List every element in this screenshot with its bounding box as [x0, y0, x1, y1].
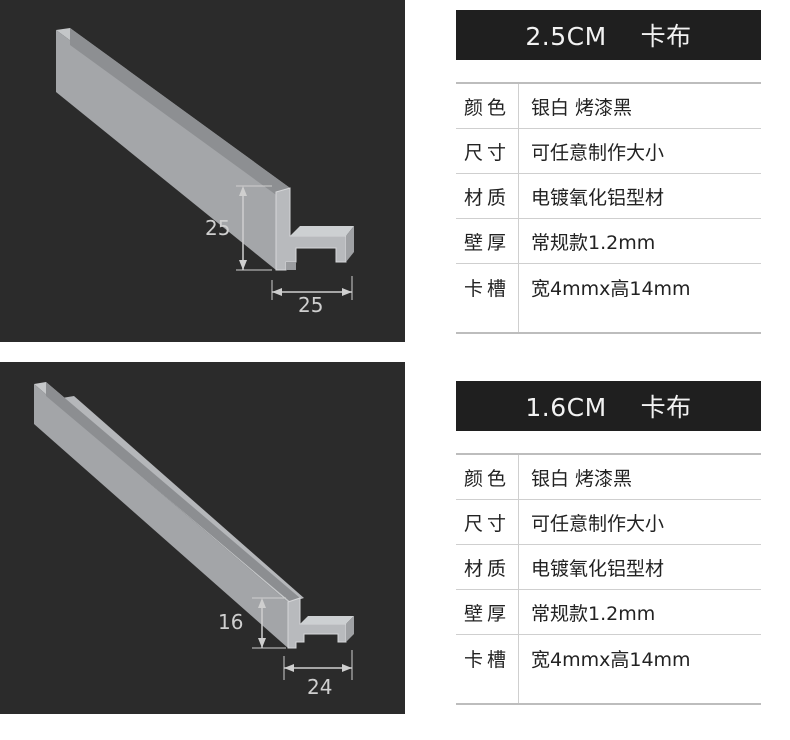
- spec-value: 银白 烤漆黑: [518, 82, 761, 129]
- spec-key: 材质: [456, 173, 519, 219]
- spec-value: 常规款1.2mm: [518, 218, 761, 264]
- spec-value: 宽4mmx高14mm: [518, 263, 761, 334]
- spec-key: 卡槽: [456, 634, 519, 705]
- table-row: 材质电镀氧化铝型材: [456, 544, 761, 590]
- height-dimension-label: 25: [205, 216, 230, 240]
- table-row: 材质电镀氧化铝型材: [456, 173, 761, 219]
- product-spec-card-2: 1.6CM 卡布 颜色银白 烤漆黑 尺寸可任意制作大小 材质电镀氧化铝型材 壁厚…: [456, 381, 761, 705]
- product-image-panel-2: 16 24: [0, 362, 405, 714]
- spec-value: 银白 烤漆黑: [518, 453, 761, 500]
- spec-value: 电镀氧化铝型材: [518, 173, 761, 219]
- product-title: 2.5CM 卡布: [456, 10, 761, 60]
- spec-table: 颜色银白 烤漆黑 尺寸可任意制作大小 材质电镀氧化铝型材 壁厚常规款1.2mm …: [456, 453, 761, 705]
- table-row: 尺寸可任意制作大小: [456, 499, 761, 545]
- spec-key: 颜色: [456, 453, 519, 500]
- spec-key: 尺寸: [456, 499, 519, 545]
- spec-key: 尺寸: [456, 128, 519, 174]
- table-row: 颜色银白 烤漆黑: [456, 82, 761, 129]
- table-row: 尺寸可任意制作大小: [456, 128, 761, 174]
- table-row: 壁厚常规款1.2mm: [456, 218, 761, 264]
- spec-key: 颜色: [456, 82, 519, 129]
- product-image-panel-1: 25 25: [0, 0, 405, 342]
- spec-value: 电镀氧化铝型材: [518, 544, 761, 590]
- spec-value: 宽4mmx高14mm: [518, 634, 761, 705]
- height-dimension-label: 16: [218, 610, 243, 634]
- width-dimension-label: 25: [298, 293, 323, 317]
- spec-key: 材质: [456, 544, 519, 590]
- spec-value: 常规款1.2mm: [518, 589, 761, 635]
- spec-key: 卡槽: [456, 263, 519, 334]
- spec-key: 壁厚: [456, 589, 519, 635]
- table-row: 卡槽宽4mmx高14mm: [456, 263, 761, 334]
- spec-key: 壁厚: [456, 218, 519, 264]
- width-dimension-label: 24: [307, 675, 332, 699]
- table-row: 颜色银白 烤漆黑: [456, 453, 761, 500]
- product-title: 1.6CM 卡布: [456, 381, 761, 431]
- spec-value: 可任意制作大小: [518, 128, 761, 174]
- spec-table: 颜色银白 烤漆黑 尺寸可任意制作大小 材质电镀氧化铝型材 壁厚常规款1.2mm …: [456, 82, 761, 334]
- table-row: 壁厚常规款1.2mm: [456, 589, 761, 635]
- product-spec-card-1: 2.5CM 卡布 颜色银白 烤漆黑 尺寸可任意制作大小 材质电镀氧化铝型材 壁厚…: [456, 10, 761, 334]
- table-row: 卡槽宽4mmx高14mm: [456, 634, 761, 705]
- spec-value: 可任意制作大小: [518, 499, 761, 545]
- aluminum-profile-image-1: 25 25: [56, 28, 354, 317]
- aluminum-profile-image-2: 16 24: [34, 382, 354, 699]
